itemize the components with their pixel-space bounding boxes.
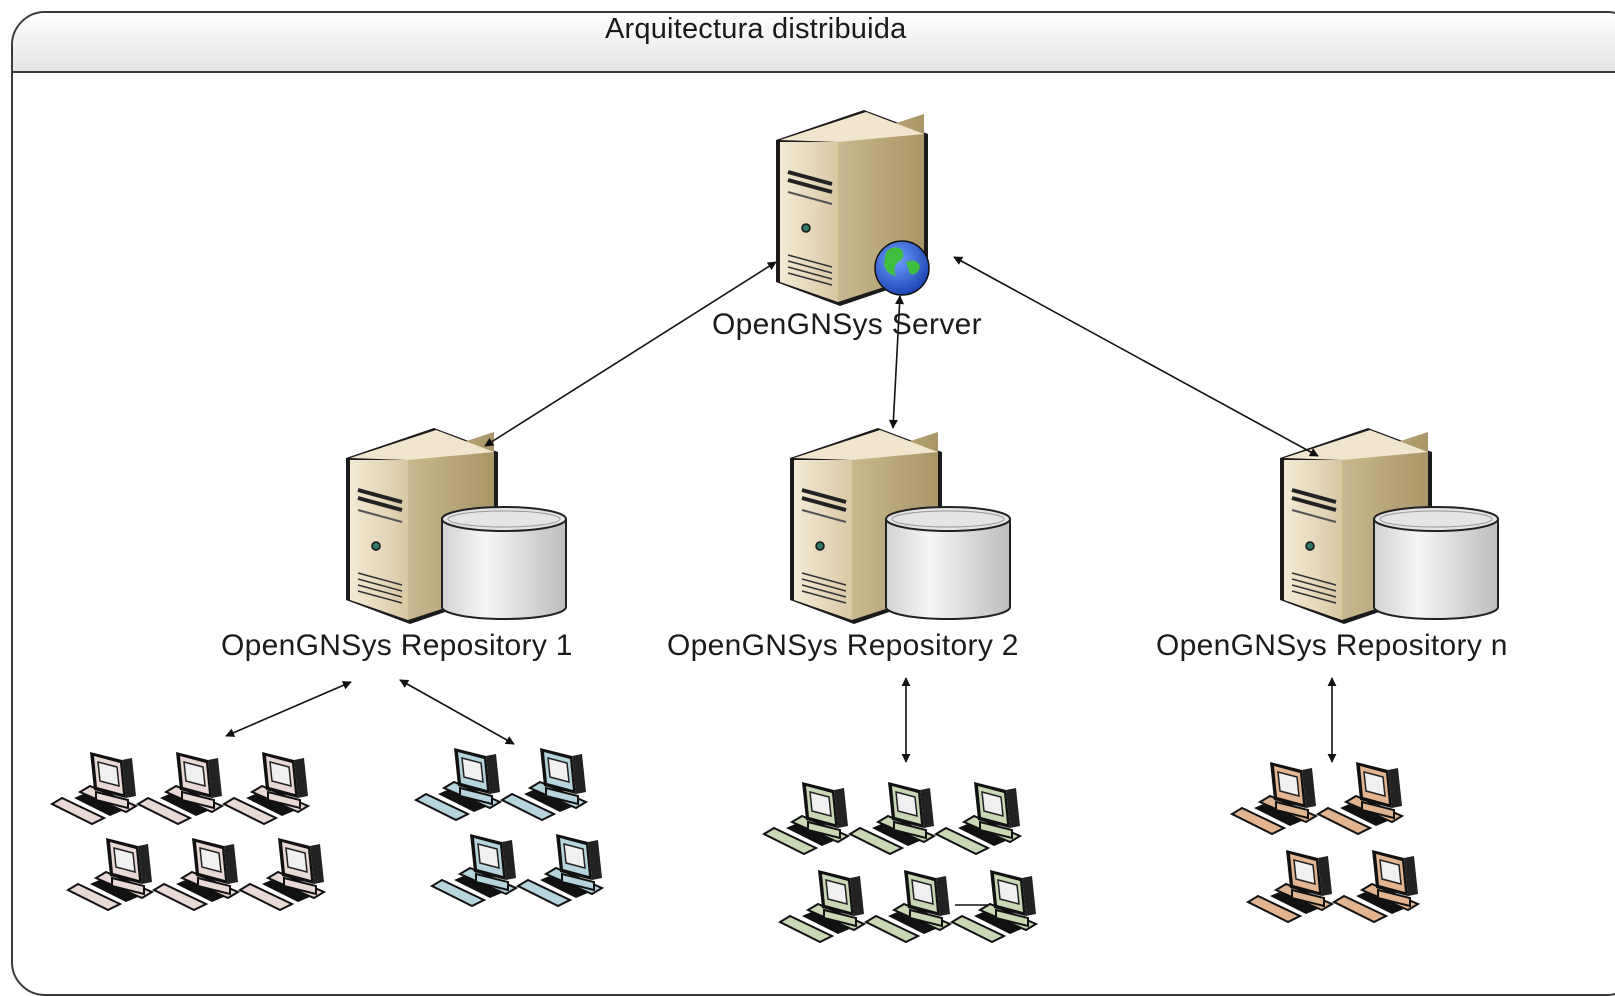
repository-client-links: [225, 677, 1337, 906]
link-repo1-group-b: [399, 679, 515, 745]
repository-n-icon: [1278, 426, 1499, 626]
link-server-repon: [953, 256, 1319, 457]
client-group-repon: [1231, 761, 1419, 923]
diagram-title: Arquitectura distribuida: [605, 13, 907, 45]
client-group-repo1-b: [415, 747, 603, 907]
repository-1-label: OpenGNSys Repository 1: [221, 629, 573, 662]
title-bar: [13, 13, 1615, 73]
client-group-repo1-a: [51, 751, 325, 911]
client-group-repo2: [763, 781, 1037, 943]
link-server-repo2: [888, 295, 905, 429]
repository-n-label: OpenGNSys Repository n: [1156, 629, 1508, 662]
repository-2-icon: [788, 426, 1011, 626]
server-label: OpenGNSys Server: [712, 308, 982, 341]
repository-2-label: OpenGNSys Repository 2: [667, 629, 1019, 662]
link-repo1-group-a: [225, 681, 352, 737]
server-repository-links: [484, 256, 1319, 457]
web-server-icon: [774, 108, 930, 308]
link-server-repo1: [484, 261, 777, 447]
repository-1-icon: [344, 426, 567, 626]
